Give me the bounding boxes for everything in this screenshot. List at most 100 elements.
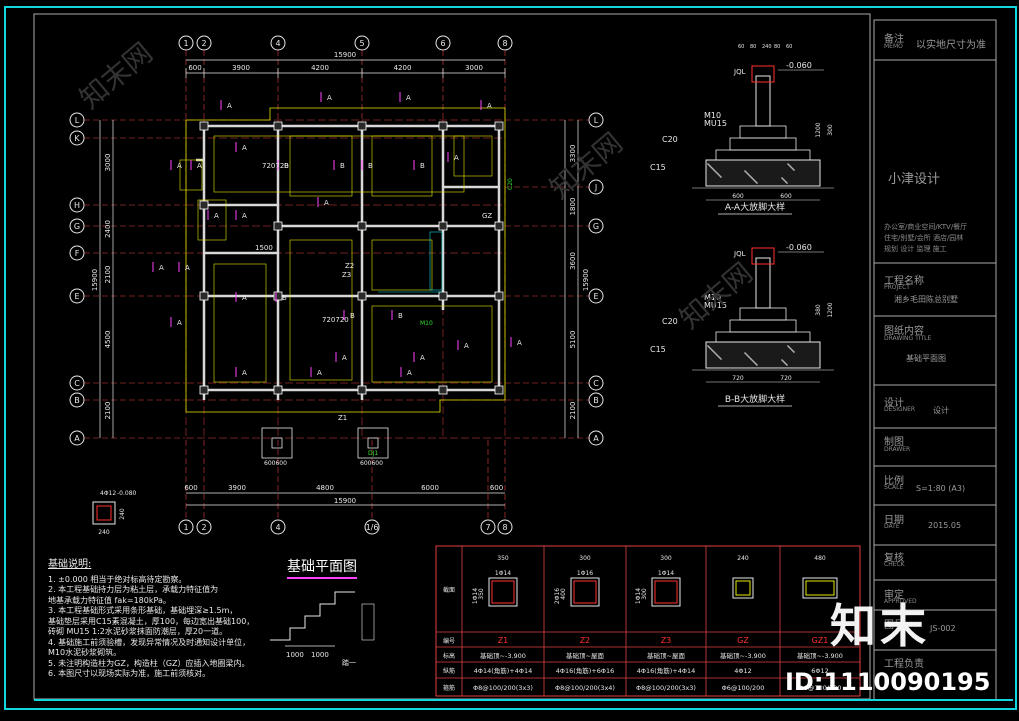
schedule-col-level: 基础顶~-3.900 xyxy=(480,651,526,660)
schedule-section xyxy=(802,577,838,599)
grid-bubble-right: G xyxy=(593,222,599,231)
detail-aa-concrete-dot xyxy=(715,171,717,173)
section-label: A xyxy=(185,264,190,272)
section-label: B xyxy=(368,162,373,170)
project-en: PROJECT xyxy=(884,284,910,291)
dim-top: 4200 xyxy=(394,64,412,72)
column xyxy=(438,291,448,301)
grid-bubble-bottom: 4 xyxy=(275,523,280,532)
dim-top-total: 15900 xyxy=(334,51,356,59)
stair-label: 踏一 xyxy=(342,658,356,667)
detail-bb-concrete-dot xyxy=(752,360,754,362)
foundation-outline xyxy=(185,107,506,413)
small-column-level: -0.080 xyxy=(117,490,137,497)
detail-bb-pad xyxy=(705,341,821,369)
dim-bottom: 4800 xyxy=(316,484,334,492)
dim-720: 720720 xyxy=(322,316,349,324)
section-label: B xyxy=(398,312,403,320)
design-en: DESIGNER xyxy=(884,406,916,413)
stair-dim: 1000 xyxy=(286,651,304,659)
schedule-col-level: 基础顶~屋面 xyxy=(566,651,604,660)
detail-aa-concrete-dot xyxy=(708,164,710,166)
grid-bubble-right: A xyxy=(593,434,599,443)
grid-bubble-left: L xyxy=(75,116,80,125)
date-value: 2015.05 xyxy=(928,521,962,530)
schedule-dim-side: 300 xyxy=(641,588,648,600)
small-column-rebar xyxy=(96,505,112,521)
detail-bb-width: 720 xyxy=(732,375,744,382)
column xyxy=(357,291,367,301)
column-tag-gz: GZ xyxy=(482,212,492,220)
footing-dim: 600600 xyxy=(360,460,383,467)
detail-bb-concrete-dot xyxy=(788,346,790,348)
section-label: A xyxy=(242,369,247,377)
design-value: 设计 xyxy=(933,406,949,415)
notes-heading: 基础说明: xyxy=(48,559,92,570)
section-label: A xyxy=(517,339,522,347)
detail-bb-c15: C15 xyxy=(650,345,666,354)
dim-left: 2100 xyxy=(104,402,112,420)
schedule-section xyxy=(651,577,681,607)
foundation-strip xyxy=(453,135,493,177)
drawing-en: DRAWING TITLE xyxy=(884,335,932,342)
schedule-col-stir: Φ8@100/200(3x4) xyxy=(555,684,615,692)
dim-top: 4200 xyxy=(311,64,329,72)
grid-bubble-bottom: 7 xyxy=(485,523,490,532)
detail-aa-concrete-dot xyxy=(720,176,722,178)
detail-bb-concrete-dot xyxy=(719,357,721,359)
column xyxy=(357,385,367,395)
detail-aa-top-dim: 60 xyxy=(786,44,792,50)
detail-bb-side: 1200 xyxy=(827,302,834,317)
detail-aa-concrete-dot xyxy=(756,182,758,184)
section-label: A xyxy=(407,369,412,377)
section-label: A xyxy=(454,154,459,162)
grid-bubble-left: C xyxy=(74,379,80,388)
detail-bb-concrete-dot xyxy=(744,352,746,354)
schedule-col-long: 4Φ14(角筋)+4Φ14 xyxy=(474,666,533,675)
grid-bubble-bottom: 8 xyxy=(502,523,507,532)
detail-bb-concrete-dot xyxy=(783,361,785,363)
detail-aa-concrete-dot xyxy=(709,165,711,167)
schedule-row-header: 纵筋 xyxy=(443,667,455,675)
detail-aa-top-dim: 60 xyxy=(738,44,744,50)
section-label: A xyxy=(214,212,219,220)
grid-bubble-top: 1 xyxy=(183,39,188,48)
stair-outline xyxy=(429,231,443,291)
foundation-strip xyxy=(197,199,227,241)
section-label: B xyxy=(350,312,355,320)
memo-en: MEMO xyxy=(884,43,903,50)
schedule-col-long: 4Φ16(角筋)+6Φ16 xyxy=(556,666,615,675)
watermark-id: ID:1110090195 xyxy=(785,668,991,696)
schedule-col-long: 4Φ12 xyxy=(734,667,752,675)
grid-bubble-left: F xyxy=(75,249,80,258)
section-label: A xyxy=(197,162,202,170)
dim-top: 600 xyxy=(188,64,201,72)
dim-left: 4500 xyxy=(104,331,112,349)
detail-bb-concrete-dot xyxy=(755,363,757,365)
foundation-strip xyxy=(289,239,353,381)
isolated-column xyxy=(367,437,379,449)
services-2: 住宅/别墅/会所 酒店/园林 xyxy=(884,234,964,242)
detail-bb-concrete-dot xyxy=(792,350,794,352)
detail-aa-wall xyxy=(755,75,771,127)
design-label: 设计 xyxy=(884,398,904,409)
detail-bb-wall xyxy=(755,257,771,309)
section-label: B xyxy=(284,162,289,170)
detail-bb-concrete-dot xyxy=(720,358,722,360)
detail-aa-concrete-dot xyxy=(789,165,791,167)
detail-bb-concrete-dot xyxy=(748,356,750,358)
isolated-column xyxy=(271,437,283,449)
detail-bb-concrete-dot xyxy=(793,351,795,353)
detail-aa-side: 1200 xyxy=(815,122,822,137)
services-3: 规划 设计 监理 施工 xyxy=(884,245,947,253)
dim-right: 2100 xyxy=(569,402,577,420)
detail-aa-width: 600 xyxy=(780,193,792,200)
detail-bb-side: 380 xyxy=(815,304,822,316)
column xyxy=(199,291,209,301)
column-tag-z2: Z2 xyxy=(345,262,354,270)
schedule-row-header: 标高 xyxy=(443,652,455,660)
section-label: A xyxy=(227,102,232,110)
detail-bb-width: 720 xyxy=(780,375,792,382)
detail-aa-side: 300 xyxy=(827,124,834,136)
dim-bottom: 3900 xyxy=(228,484,246,492)
